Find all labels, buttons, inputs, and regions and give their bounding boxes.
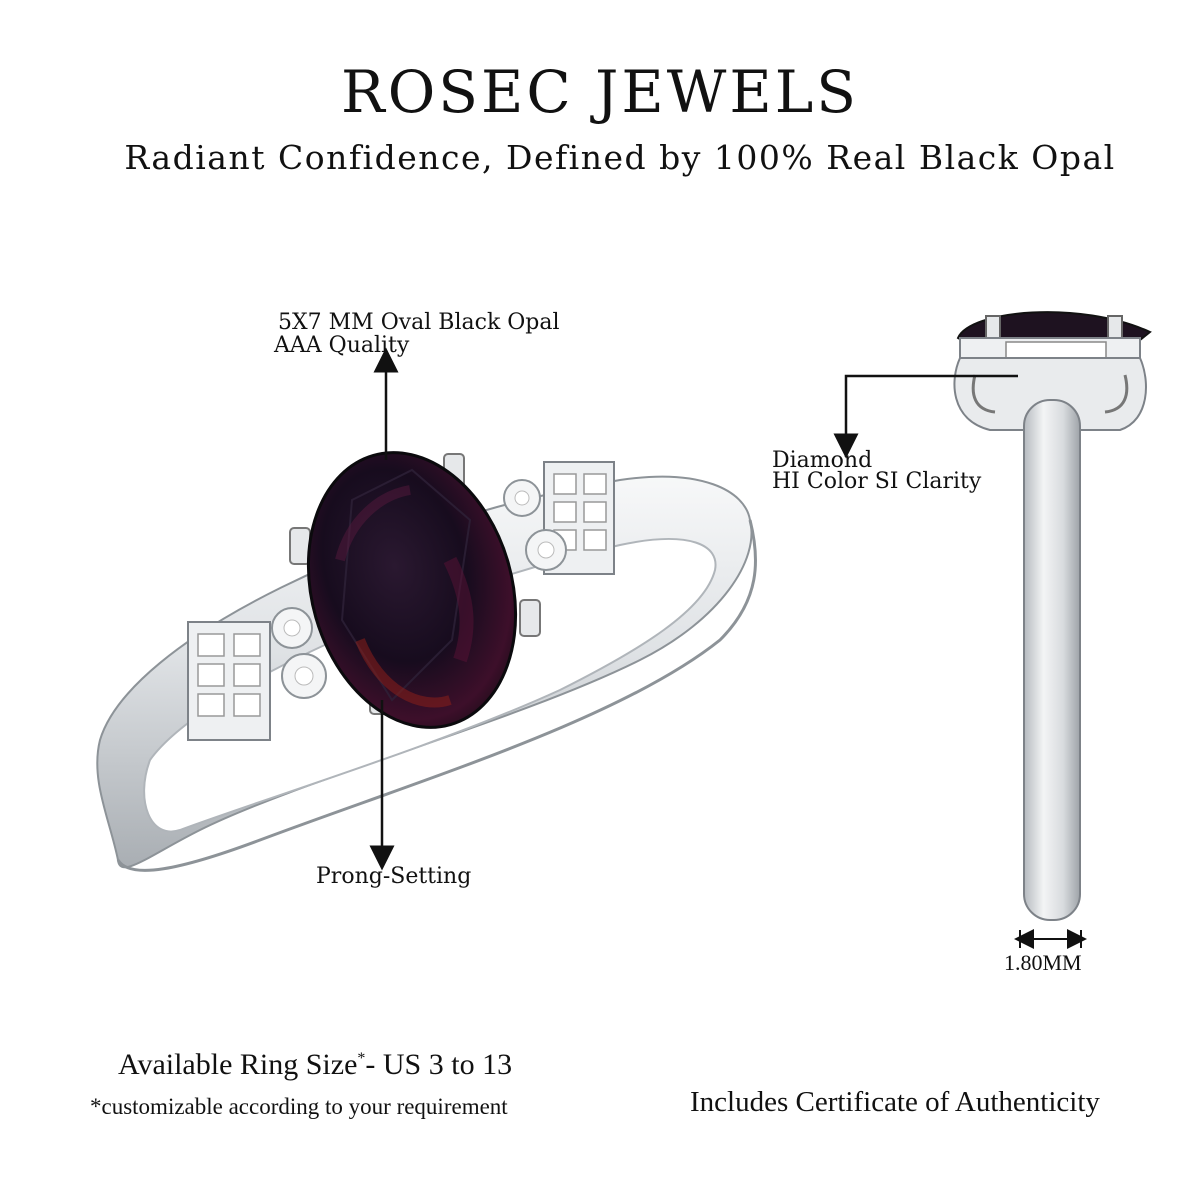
ring-size-info: Available Ring Size*- US 3 to 13 bbox=[118, 1048, 512, 1082]
ring-size-value: - US 3 to 13 bbox=[365, 1048, 513, 1081]
diamond-arrow bbox=[833, 374, 1018, 459]
brand-title: ROSEC JEWELS bbox=[341, 58, 859, 126]
ring-size-mark: * bbox=[357, 1050, 366, 1067]
ring-size-label: Available Ring Size bbox=[118, 1048, 358, 1081]
left-baguette-block bbox=[187, 621, 271, 741]
stone-label-line2: AAA Quality bbox=[274, 333, 410, 358]
certificate-note: Includes Certificate of Authenticity bbox=[690, 1086, 1100, 1118]
setting-label: Prong-Setting bbox=[316, 864, 472, 889]
ring-side-view bbox=[953, 311, 1152, 921]
diamond-label-line2: HI Color SI Clarity bbox=[772, 469, 982, 494]
diamond-label-line1: Diamond bbox=[772, 448, 873, 473]
center-opal bbox=[289, 451, 541, 729]
tagline: Radiant Confidence, Defined by 100% Real… bbox=[124, 138, 1116, 177]
stone-label-line1: 5X7 MM Oval Black Opal bbox=[278, 310, 560, 335]
right-round-diamonds bbox=[503, 479, 567, 571]
customization-note: *customizable according to your requirem… bbox=[90, 1094, 508, 1119]
band-width-label: 1.80MM bbox=[1004, 950, 1082, 975]
left-round-diamonds bbox=[271, 607, 327, 699]
